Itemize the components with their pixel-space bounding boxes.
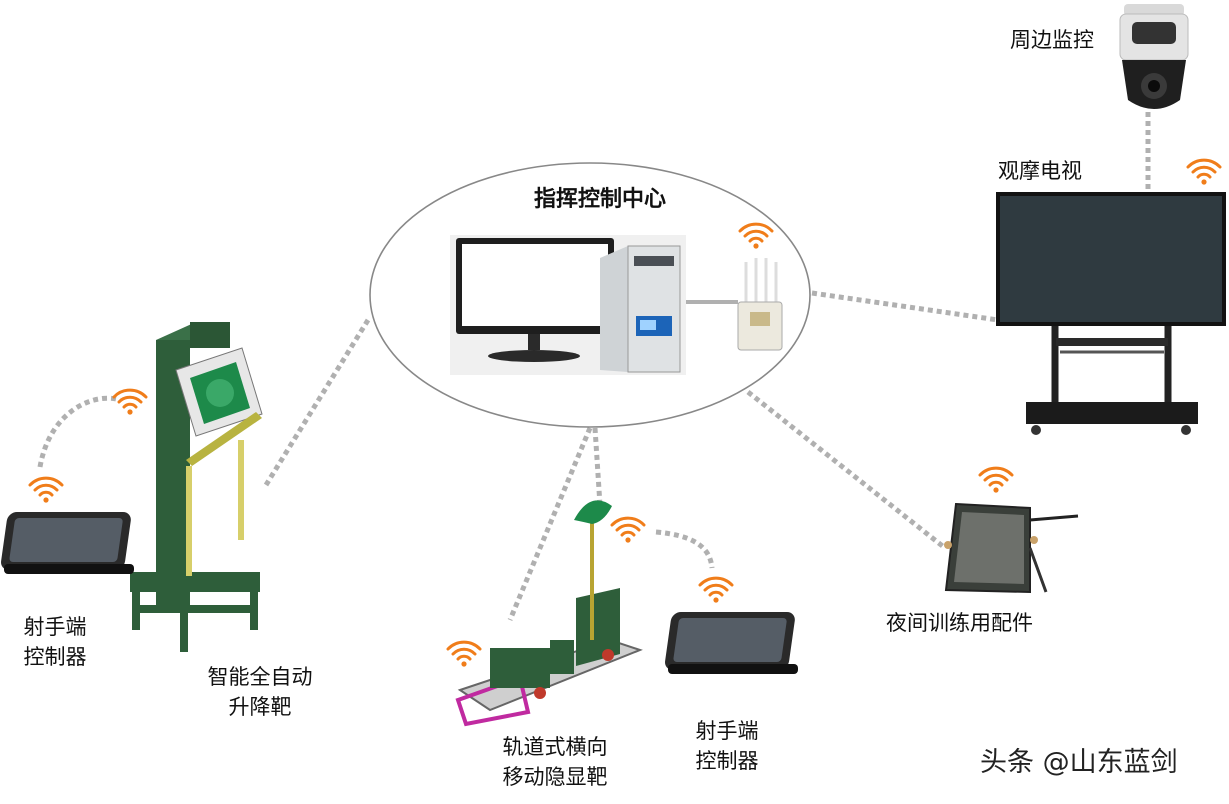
rail-target-label: 轨道式横向 移动隐显靶 [490, 732, 620, 792]
shooter-right-wifi-icon [698, 576, 734, 605]
monitor-icon [456, 238, 614, 362]
camera-label: 周边监控 [1010, 28, 1094, 52]
camera-icon [1119, 4, 1189, 109]
rail-target-icon [455, 500, 643, 727]
shooter-right-label: 射手端 控制器 [682, 716, 772, 776]
command-center-title: 指挥控制中心 [533, 187, 666, 212]
shooter-left-label-line1: 射手端 [23, 615, 87, 639]
pc-tower-icon [600, 245, 681, 373]
tv-icon [996, 192, 1226, 435]
night-accessory-label: 夜间训练用配件 [886, 611, 1033, 635]
lift-target-label-line1: 智能全自动 [207, 665, 313, 689]
link-center-rail-a [507, 427, 593, 621]
link-lift-shooter [37, 395, 121, 468]
night-wifi-icon [978, 466, 1014, 495]
rail-target-label-line2: 移动隐显靶 [502, 765, 608, 789]
watermark: 头条 @山东蓝剑 [980, 747, 1178, 778]
rail-wifi-icon-right [610, 516, 646, 545]
lift-wifi-icon [112, 388, 148, 417]
shooter-left-tablet-icon [0, 512, 134, 574]
rail-target-label-line1: 轨道式横向 [502, 735, 608, 759]
shooter-left-wifi-icon [28, 476, 64, 505]
shooter-right-tablet-icon [663, 612, 798, 674]
lift-target-label: 智能全自动 升降靶 [190, 662, 330, 722]
link-center-lift [263, 318, 371, 487]
link-rail-shooter [655, 529, 715, 569]
tv-wifi-icon [1186, 158, 1222, 187]
shooter-right-label-line1: 射手端 [695, 719, 759, 743]
link-center-tv [811, 290, 999, 323]
link-center-rail-b [592, 427, 603, 506]
night-accessory-icon [944, 502, 1079, 594]
tv-label: 观摩电视 [998, 159, 1082, 183]
link-center-night [746, 390, 947, 550]
router-icon [737, 258, 783, 351]
lift-target-icon [130, 322, 263, 652]
link-lines [37, 112, 1151, 621]
rail-wifi-icon-left [446, 640, 482, 669]
shooter-left-label-line2: 控制器 [23, 645, 87, 669]
shooter-left-label: 射手端 控制器 [10, 612, 100, 672]
lift-target-label-line2: 升降靶 [228, 695, 292, 719]
shooter-right-label-line2: 控制器 [695, 749, 759, 773]
